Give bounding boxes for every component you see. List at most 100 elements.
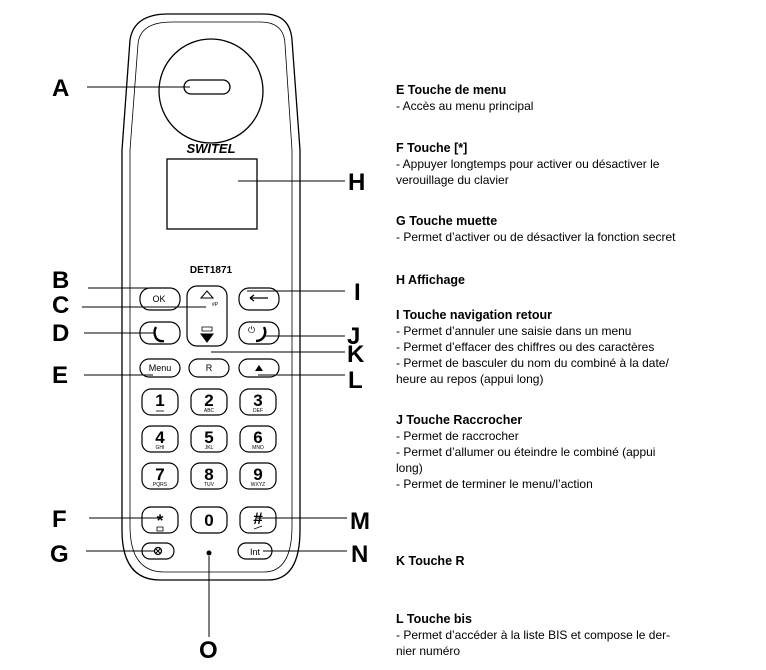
legend-entry-e: E Touche de menu - Accès au menu princip… bbox=[396, 82, 762, 114]
phonebook-icon bbox=[201, 326, 213, 332]
hangup-icon bbox=[255, 326, 267, 343]
brand-logo: SWITEL bbox=[186, 141, 235, 156]
r-key-label: R bbox=[206, 363, 213, 373]
callout-i: I bbox=[354, 279, 361, 306]
key-hash[interactable]: # bbox=[239, 506, 277, 534]
callout-n: N bbox=[351, 541, 368, 568]
callout-e: E bbox=[52, 362, 68, 389]
handset-inner-outline bbox=[129, 21, 293, 573]
svg-text:#P: #P bbox=[212, 302, 219, 308]
end-call-key[interactable]: ⏻ bbox=[238, 321, 280, 345]
key-7[interactable]: 7 PQRS bbox=[141, 462, 179, 490]
nav-down-icon bbox=[200, 333, 214, 343]
callout-h: H bbox=[348, 169, 365, 196]
key-5[interactable]: 5 JKL bbox=[190, 425, 228, 453]
legend-line: - Permet d’allumer ou éteindre le combin… bbox=[396, 445, 656, 459]
callout-j: J bbox=[347, 323, 360, 350]
legend-title: K Touche R bbox=[396, 554, 465, 568]
key-star-label: * bbox=[157, 511, 164, 530]
key-4-label: 4 bbox=[155, 428, 165, 447]
key-5-label: 5 bbox=[204, 428, 213, 447]
key-7-label: 7 bbox=[155, 465, 164, 484]
legend-line: verouillage du clavier bbox=[396, 173, 509, 187]
callout-m: M bbox=[350, 508, 370, 535]
legend-line: - Permet d’effacer des chiffres ou des c… bbox=[396, 340, 655, 354]
legend-title: G Touche muette bbox=[396, 214, 498, 228]
legend-line: heure au repos (appui long) bbox=[396, 372, 544, 386]
nav-up-icon bbox=[199, 290, 215, 299]
intercom-key-label: Int bbox=[250, 547, 261, 557]
callout-k: K bbox=[347, 341, 365, 368]
legend-line: - Permet d’activer ou de désactiver la f… bbox=[396, 230, 676, 244]
back-arrow-icon bbox=[249, 294, 268, 302]
menu-key[interactable]: Menu bbox=[139, 358, 181, 378]
legend-title: H Affichage bbox=[396, 273, 465, 287]
key-6-sub: MNO bbox=[252, 445, 264, 451]
key-9-sub: WXYZ bbox=[251, 482, 265, 488]
legend-entry-k: K Touche R bbox=[396, 553, 762, 569]
legend-line: long) bbox=[396, 461, 423, 475]
callout-a: A bbox=[52, 75, 69, 102]
power-icon: ⏻ bbox=[248, 325, 255, 335]
callout-o: O bbox=[199, 637, 218, 664]
legend-line: - Permet de raccrocher bbox=[396, 429, 519, 443]
key-3-sub: DEF bbox=[253, 408, 263, 414]
key-8[interactable]: 8 TUV bbox=[190, 462, 228, 490]
key-star[interactable]: * bbox=[141, 506, 179, 534]
back-key[interactable] bbox=[238, 287, 280, 311]
keylock-icon bbox=[156, 526, 164, 532]
key-0-label: 0 bbox=[204, 511, 213, 530]
legend-entry-j: J Touche Raccrocher - Permet de raccroch… bbox=[396, 412, 762, 492]
callout-letters: A B C D E F G H I J K L M N O bbox=[50, 75, 370, 664]
leader-lines bbox=[82, 86, 347, 637]
r-key[interactable]: R bbox=[188, 358, 230, 378]
menu-key-label: Menu bbox=[149, 363, 172, 373]
redial-key[interactable] bbox=[238, 358, 280, 378]
legend-title: L Touche bis bbox=[396, 612, 472, 626]
key-6-label: 6 bbox=[253, 428, 262, 447]
ok-key-label: OK bbox=[152, 294, 165, 304]
legend-title: F Touche [*] bbox=[396, 141, 468, 155]
key-6[interactable]: 6 MNO bbox=[239, 425, 277, 453]
key-9[interactable]: 9 WXYZ bbox=[239, 462, 277, 490]
display-screen bbox=[166, 158, 258, 230]
key-4[interactable]: 4 GHI bbox=[141, 425, 179, 453]
legend-line: - Permet d’accéder à la liste BIS et com… bbox=[396, 628, 671, 642]
microphone-hole bbox=[206, 550, 212, 556]
key-8-sub: TUV bbox=[204, 482, 215, 488]
model-label: DET1871 bbox=[190, 265, 233, 276]
legend-line: - Accès au menu principal bbox=[396, 99, 534, 113]
key-0[interactable]: 0 bbox=[190, 506, 228, 534]
key-5-sub: JKL bbox=[205, 445, 214, 451]
legend-title: E Touche de menu bbox=[396, 83, 507, 97]
key-1[interactable]: 1 bbox=[141, 388, 179, 416]
callout-c: C bbox=[52, 292, 69, 319]
navigation-key[interactable]: #P bbox=[186, 285, 228, 347]
key-3-label: 3 bbox=[253, 391, 262, 410]
call-key[interactable] bbox=[139, 321, 181, 345]
key-1-label: 1 bbox=[155, 391, 164, 410]
legend-line: - Appuyer longtemps pour activer ou désa… bbox=[396, 157, 660, 171]
legend-entry-h: H Affichage bbox=[396, 272, 762, 288]
call-icon bbox=[153, 326, 165, 343]
key-2[interactable]: 2 ABC bbox=[190, 388, 228, 416]
legend-line: - Permet de terminer le menu/l’action bbox=[396, 477, 593, 491]
callout-g: G bbox=[50, 541, 69, 568]
key-9-label: 9 bbox=[253, 465, 262, 484]
earpiece-slot bbox=[183, 79, 231, 95]
ok-key[interactable]: OK bbox=[139, 287, 181, 311]
key-2-label: 2 bbox=[204, 391, 213, 410]
key-3[interactable]: 3 DEF bbox=[239, 388, 277, 416]
legend-entry-g: G Touche muette - Permet d’activer ou de… bbox=[396, 213, 762, 245]
legend-entry-l: L Touche bis - Permet d’accéder à la lis… bbox=[396, 611, 762, 659]
callout-l: L bbox=[348, 367, 363, 394]
redial-icon bbox=[255, 365, 263, 371]
legend-title: J Touche Raccrocher bbox=[396, 413, 523, 427]
legend-title: I Touche navigation retour bbox=[396, 308, 553, 322]
key-4-sub: GHI bbox=[156, 445, 165, 451]
callout-d: D bbox=[52, 320, 69, 347]
callout-f: F bbox=[52, 506, 67, 533]
legend-entry-f: F Touche [*] - Appuyer longtemps pour ac… bbox=[396, 140, 762, 188]
legend-line: - Permet d’annuler une saisie dans un me… bbox=[396, 324, 632, 338]
legend-entry-i: I Touche navigation retour - Permet d’an… bbox=[396, 307, 762, 387]
